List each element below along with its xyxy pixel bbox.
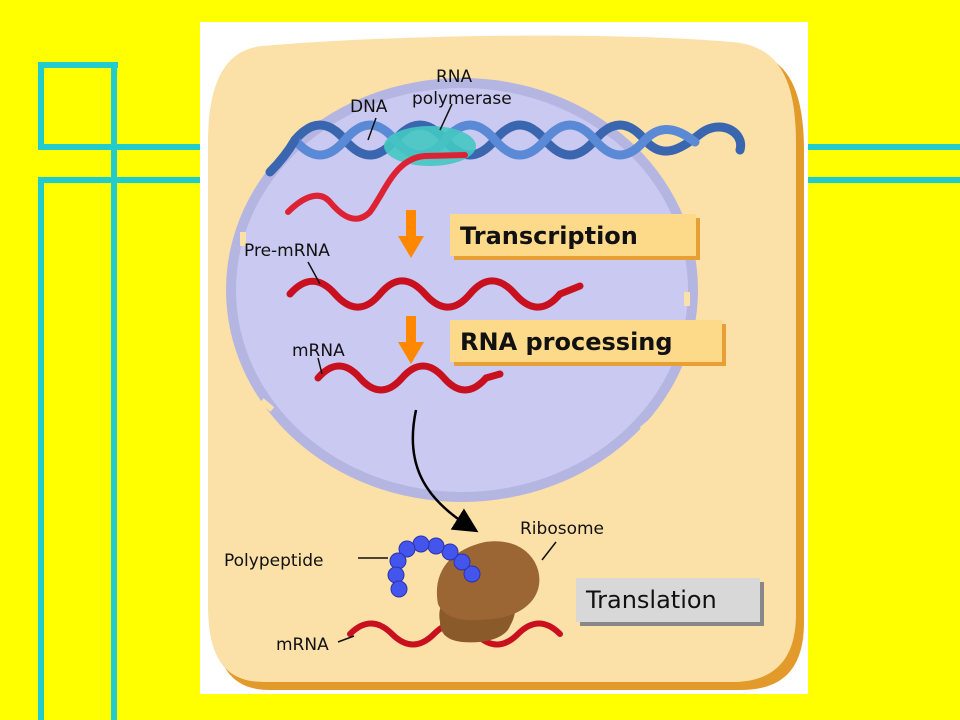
translation-box	[576, 578, 760, 622]
nascent-rna	[285, 152, 468, 222]
polypeptide-label: Polypeptide	[224, 551, 324, 571]
nucleus	[236, 88, 688, 492]
frame-line-vertical-inner	[111, 62, 117, 720]
ribosome-label: Ribosome	[520, 519, 604, 539]
frame-line-top-short	[38, 62, 118, 68]
transcription-label: Transcription	[460, 222, 638, 250]
pre-mrna-strand	[286, 277, 584, 311]
leader-lines	[307, 103, 557, 643]
rna-processing-label: RNA processing	[460, 328, 673, 356]
rna-polymerase	[384, 126, 476, 166]
mrna-cytoplasm-label: mRNA	[276, 635, 329, 655]
dna-helix	[265, 120, 746, 177]
transcription-box	[450, 214, 696, 256]
gene-expression-diagram: Transcription RNA processing Translation	[208, 35, 804, 690]
mrna-nucleus-label: mRNA	[292, 341, 345, 361]
export-arrow	[411, 409, 479, 533]
dna-label: DNA	[350, 97, 388, 117]
frame-line-left-outer	[38, 62, 44, 150]
polypeptide-chain	[387, 535, 481, 598]
translation-label: Translation	[585, 586, 717, 614]
rna-polymerase-label-line1: RNA	[436, 67, 473, 87]
processing-arrow	[398, 316, 424, 364]
rna-polymerase-label-line2: polymerase	[412, 89, 512, 109]
diagram-panel: Transcription RNA processing Translation	[200, 22, 808, 694]
processing-box	[450, 320, 722, 362]
frame-line-left-long	[38, 177, 44, 720]
pre-mrna-label: Pre-mRNA	[244, 241, 330, 261]
mrna-strand-nucleus	[314, 362, 504, 394]
transcription-arrow	[398, 210, 424, 258]
